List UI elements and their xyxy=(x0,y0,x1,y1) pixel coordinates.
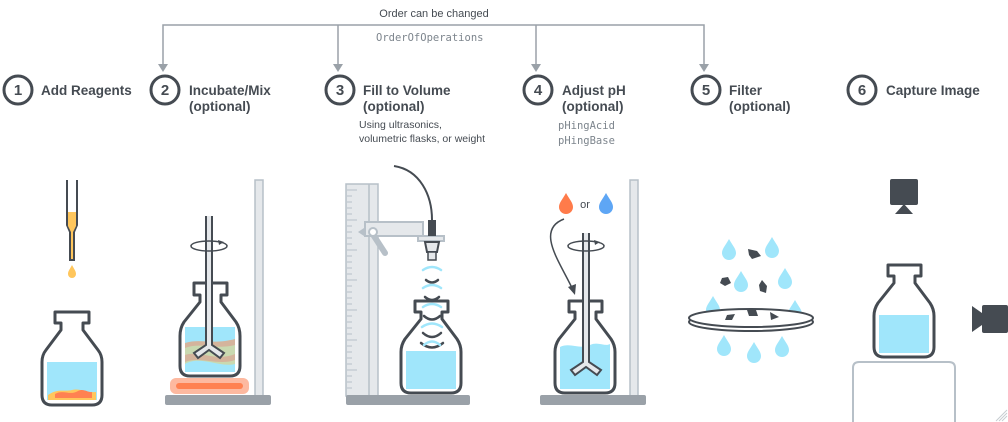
svg-text:(optional): (optional) xyxy=(729,99,790,114)
stirrer-icon xyxy=(567,233,605,377)
svg-text:3: 3 xyxy=(336,82,344,99)
svg-text:(optional): (optional) xyxy=(189,99,250,114)
resize-grip-icon xyxy=(995,409,1008,422)
filter-illustration xyxy=(688,237,814,363)
ruler-icon xyxy=(345,183,379,397)
adjust-ph-illustration: or xyxy=(540,179,646,405)
hotplate-icon xyxy=(170,378,249,394)
step-4-header: 4 Adjust pH (optional) pHingAcid pHingBa… xyxy=(522,74,626,147)
incubate-mix-illustration xyxy=(165,179,271,405)
svg-text:volumetric flasks, or weight: volumetric flasks, or weight xyxy=(359,133,485,145)
svg-text:pHingBase: pHingBase xyxy=(558,135,615,147)
fill-to-volume-illustration xyxy=(345,165,470,405)
acid-drop-icon xyxy=(559,193,573,214)
step-2-header: 2 Incubate/Mix (optional) xyxy=(149,74,271,114)
step-3-header: 3 Fill to Volume (optional) Using ultras… xyxy=(324,74,485,145)
arrow-down-icon xyxy=(158,64,709,72)
svg-text:1: 1 xyxy=(14,82,22,99)
clamp-icon xyxy=(358,221,445,256)
svg-text:Adjust pH: Adjust pH xyxy=(562,83,626,98)
order-note: Order can be changed xyxy=(379,8,488,20)
step-6-header: 6 Capture Image xyxy=(846,74,980,106)
svg-text:Fill to Volume: Fill to Volume xyxy=(363,83,451,98)
svg-text:6: 6 xyxy=(858,82,866,99)
ultrasonic-nozzle-icon xyxy=(423,220,441,261)
pipette-icon xyxy=(66,180,78,278)
step-1-header: 1 Add Reagents xyxy=(2,74,132,106)
bottle-icon xyxy=(40,310,104,407)
svg-text:2: 2 xyxy=(161,82,169,99)
svg-text:Filter: Filter xyxy=(729,83,763,98)
svg-text:Capture Image: Capture Image xyxy=(886,83,980,98)
step-5-header: 5 Filter (optional) xyxy=(690,74,790,114)
order-bracket: Order can be changed OrderOfOperations xyxy=(158,8,709,72)
base-drop-icon xyxy=(599,193,613,214)
svg-text:4: 4 xyxy=(534,82,543,99)
svg-text:(optional): (optional) xyxy=(562,99,623,114)
svg-text:Add Reagents: Add Reagents xyxy=(41,83,132,98)
add-reagents-illustration xyxy=(40,180,104,407)
ultrasonic-waves xyxy=(419,265,445,349)
order-code: OrderOfOperations xyxy=(376,32,483,44)
capture-image-illustration xyxy=(852,179,1008,422)
svg-text:Incubate/Mix: Incubate/Mix xyxy=(189,83,271,98)
svg-text:(optional): (optional) xyxy=(363,99,424,114)
svg-text:Using ultrasonics,: Using ultrasonics, xyxy=(359,119,442,131)
stirrer-icon xyxy=(190,216,228,360)
svg-text:5: 5 xyxy=(702,82,710,99)
camera-top-icon xyxy=(890,179,918,214)
camera-side-icon xyxy=(972,305,1008,333)
or-label: or xyxy=(580,199,590,211)
svg-text:pHingAcid: pHingAcid xyxy=(558,120,615,132)
